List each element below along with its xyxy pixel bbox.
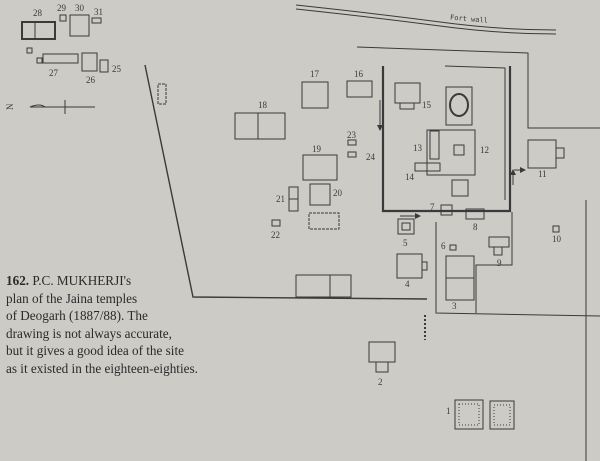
caption-line: drawing is not always accurate, — [6, 325, 172, 341]
caption-line: of Deogarh (1887/88). The — [6, 308, 148, 324]
label-18: 18 — [258, 100, 268, 110]
north-label: N — [5, 103, 15, 110]
label-6: 6 — [441, 241, 446, 251]
caption-line: but it gives a good idea of the site — [6, 343, 184, 359]
label-20: 20 — [333, 188, 343, 198]
label-21: 21 — [276, 194, 285, 204]
label-3: 3 — [452, 301, 457, 311]
fort-wall — [295, 4, 557, 31]
label-8: 8 — [473, 222, 478, 232]
label-4: 4 — [405, 279, 410, 289]
label-24: 24 — [366, 152, 376, 162]
label-27: 27 — [49, 68, 59, 78]
label-23: 23 — [347, 130, 357, 140]
label-30: 30 — [75, 3, 85, 13]
label-7: 7 — [430, 202, 435, 212]
label-5: 5 — [403, 238, 408, 248]
label-25: 25 — [112, 64, 122, 74]
fort-wall-label: Fort wall — [450, 14, 488, 25]
label-11: 11 — [538, 169, 547, 179]
label-29: 29 — [57, 3, 67, 13]
label-17: 17 — [310, 69, 320, 79]
figure-number: 162. — [6, 273, 30, 288]
label-15: 15 — [422, 100, 432, 110]
west-boundary-line — [144, 64, 428, 300]
main-enclosure — [381, 66, 512, 213]
label-9: 9 — [497, 258, 502, 268]
label-31: 31 — [94, 7, 103, 17]
caption-line: P.C. MUKHERJI's — [32, 273, 132, 288]
outer-boundary-line — [356, 46, 600, 129]
north-arrow-icon — [29, 100, 95, 114]
label-28: 28 — [33, 8, 43, 18]
caption-line: plan of the Jaina temples — [6, 290, 138, 306]
label-2: 2 — [378, 377, 383, 387]
label-22: 22 — [271, 230, 280, 240]
south-boundary-line — [435, 222, 600, 317]
label-10: 10 — [552, 234, 562, 244]
label-1: 1 — [446, 406, 451, 416]
label-12: 12 — [480, 145, 489, 155]
label-14: 14 — [405, 172, 415, 182]
label-19: 19 — [312, 144, 322, 154]
label-26: 26 — [86, 75, 96, 85]
figure-caption: 162. P.C. MUKHERJI's plan of the Jaina t… — [6, 272, 206, 378]
label-13: 13 — [413, 143, 423, 153]
label-16: 16 — [354, 69, 364, 79]
caption-line: as it existed in the eighteen-eighties. — [6, 360, 198, 376]
